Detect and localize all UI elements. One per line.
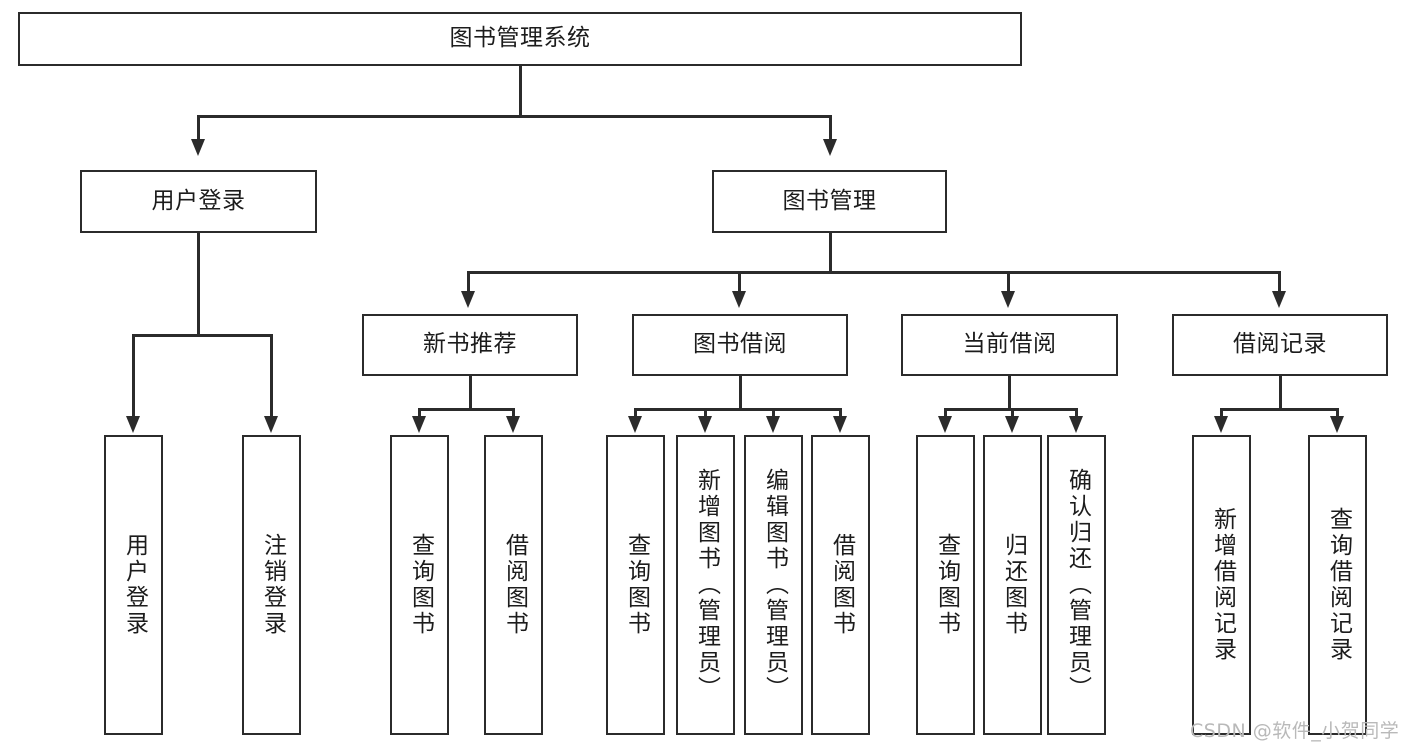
connector-book-borrow-drop-1 [634, 408, 637, 418]
leaf-label: 查询图书 [623, 533, 650, 637]
connector-user-login-bar [132, 334, 272, 337]
leaf-label: 查询借阅记录 [1325, 507, 1352, 663]
leaf-label: 编辑图书（管理员） [761, 468, 788, 702]
arrowhead-leaf-query-book-1 [412, 416, 426, 433]
node-root-book-management-system[interactable]: 图书管理系统 [18, 12, 1022, 66]
leaf-label: 借阅图书 [501, 533, 528, 637]
node-label: 新书推荐 [423, 331, 517, 358]
connector-current-borrow-stem [1008, 376, 1011, 410]
connector-book-management-stem [829, 233, 832, 273]
leaf-label: 借阅图书 [828, 533, 855, 637]
connector-new-book-drop-2 [512, 408, 515, 418]
connector-book-borrow-stem [739, 376, 742, 410]
leaf-label: 新增图书（管理员） [693, 468, 720, 702]
node-label: 图书管理系统 [449, 25, 591, 52]
arrowhead-leaf-logout [264, 416, 278, 433]
node-current-borrow[interactable]: 当前借阅 [901, 314, 1118, 376]
leaf-edit-book-admin[interactable]: 编辑图书（管理员） [744, 435, 803, 735]
connector-new-book-stem [469, 376, 472, 410]
connector-new-book-bar [418, 408, 515, 411]
connector-current-borrow-drop-2 [1011, 408, 1014, 418]
connector-user-login-stem [197, 233, 200, 336]
leaf-logout[interactable]: 注销登录 [242, 435, 301, 735]
node-user-login[interactable]: 用户登录 [80, 170, 317, 233]
connector-user-login-drop-2 [270, 334, 273, 418]
leaf-confirm-return-admin[interactable]: 确认归还（管理员） [1047, 435, 1106, 735]
leaf-label: 注销登录 [259, 533, 286, 637]
arrowhead-leaf-add-book [698, 416, 712, 433]
connector-borrow-record-bar [1220, 408, 1339, 411]
connector-book-borrow-bar [634, 408, 842, 411]
leaf-add-borrow-record[interactable]: 新增借阅记录 [1192, 435, 1251, 735]
node-label: 图书借阅 [693, 331, 787, 358]
connector-new-book-drop-1 [418, 408, 421, 418]
node-label: 用户登录 [151, 187, 246, 214]
arrowhead-leaf-query-record [1330, 416, 1344, 433]
connector-book-borrow-drop-4 [839, 408, 842, 418]
arrowhead-leaf-return-book [1005, 416, 1019, 433]
leaf-label: 确认归还（管理员） [1064, 468, 1091, 702]
arrowhead-leaf-user-login [126, 416, 140, 433]
node-label: 图书管理 [782, 187, 877, 214]
connector-borrow-record-drop-2 [1336, 408, 1339, 418]
leaf-label: 查询图书 [407, 533, 434, 637]
connector-current-borrow-drop-3 [1075, 408, 1078, 418]
leaf-query-book-current[interactable]: 查询图书 [916, 435, 975, 735]
leaf-user-login[interactable]: 用户登录 [104, 435, 163, 735]
leaf-query-book-borrow[interactable]: 查询图书 [606, 435, 665, 735]
node-label: 当前借阅 [962, 331, 1057, 358]
arrowhead-user-login [191, 139, 205, 156]
connector-root-stem [519, 66, 522, 117]
connector-borrow-record-drop-1 [1220, 408, 1223, 418]
arrowhead-leaf-query-book-3 [938, 416, 952, 433]
connector-book-borrow-drop-3 [772, 408, 775, 418]
arrowhead-new-book-recommend [461, 291, 475, 308]
node-borrow-record[interactable]: 借阅记录 [1172, 314, 1388, 376]
leaf-return-book[interactable]: 归还图书 [983, 435, 1042, 735]
arrowhead-book-management [823, 139, 837, 156]
connector-current-borrow-drop-1 [944, 408, 947, 418]
leaf-query-book-recommend[interactable]: 查询图书 [390, 435, 449, 735]
connector-level3-bar [467, 271, 1281, 274]
leaf-query-borrow-record[interactable]: 查询借阅记录 [1308, 435, 1367, 735]
connector-user-login-drop-1 [132, 334, 135, 418]
node-book-management[interactable]: 图书管理 [712, 170, 947, 233]
connector-root-bar [197, 115, 831, 118]
arrowhead-leaf-borrow-book-1 [506, 416, 520, 433]
connector-level3-drop-1 [467, 271, 470, 293]
leaf-label: 新增借阅记录 [1209, 507, 1236, 663]
arrowhead-leaf-borrow-book-2 [833, 416, 847, 433]
arrowhead-leaf-add-record [1214, 416, 1228, 433]
arrowhead-leaf-edit-book [766, 416, 780, 433]
connector-root-drop-right [829, 115, 832, 141]
leaf-label: 查询图书 [933, 533, 960, 637]
node-label: 借阅记录 [1233, 331, 1327, 358]
arrowhead-leaf-confirm-return [1069, 416, 1083, 433]
connector-root-drop-left [197, 115, 200, 141]
node-new-book-recommend[interactable]: 新书推荐 [362, 314, 578, 376]
arrowhead-borrow-record [1272, 291, 1286, 308]
arrowhead-leaf-query-book-2 [628, 416, 642, 433]
leaf-add-book-admin[interactable]: 新增图书（管理员） [676, 435, 735, 735]
leaf-label: 用户登录 [121, 533, 148, 637]
arrowhead-current-borrow [1001, 291, 1015, 308]
connector-level3-drop-4 [1278, 271, 1281, 293]
leaf-borrow-book[interactable]: 借阅图书 [811, 435, 870, 735]
leaf-label: 归还图书 [1000, 533, 1027, 637]
leaf-borrow-book-recommend[interactable]: 借阅图书 [484, 435, 543, 735]
connector-level3-drop-2 [738, 271, 741, 293]
node-book-borrow[interactable]: 图书借阅 [632, 314, 848, 376]
csdn-watermark: CSDN @软件_小贺同学 [1190, 720, 1400, 742]
connector-level3-drop-3 [1007, 271, 1010, 293]
arrowhead-book-borrow [732, 291, 746, 308]
connector-book-borrow-drop-2 [704, 408, 707, 418]
connector-borrow-record-stem [1279, 376, 1282, 410]
